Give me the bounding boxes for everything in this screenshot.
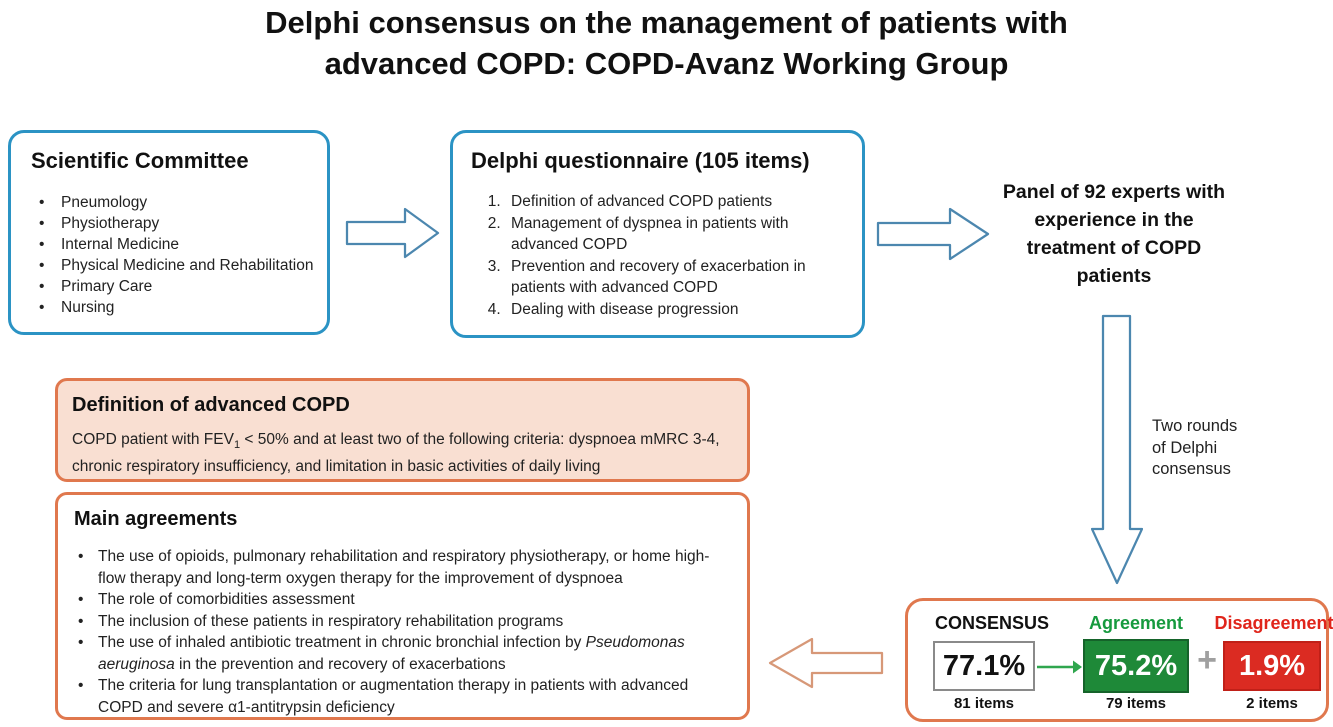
definition-body: COPD patient with FEV1 < 50% and at leas… — [72, 429, 733, 478]
title-line2: advanced COPD: COPD-Avanz Working Group — [324, 46, 1009, 81]
figure-title: Delphi consensus on the management of pa… — [0, 2, 1333, 84]
delphi-questionnaire-box: Delphi questionnaire (105 items) Definit… — [450, 130, 865, 338]
list-item: Physiotherapy — [31, 213, 317, 234]
list-item: Management of dyspnea in patients with a… — [505, 213, 837, 256]
disagreement-value-box: 1.9% — [1223, 641, 1321, 691]
agreement-value: 75.2% — [1094, 649, 1178, 682]
disagreement-items-count: 2 items — [1246, 695, 1298, 712]
scientific-committee-box: Scientific Committee Pneumology Physioth… — [8, 130, 330, 335]
arrow-left-icon — [768, 637, 884, 689]
scientific-committee-heading: Scientific Committee — [31, 148, 249, 173]
questionnaire-list: Definition of advanced COPD patients Man… — [471, 191, 837, 320]
definition-box: Definition of advanced COPD COPD patient… — [55, 378, 750, 482]
list-item: The role of comorbidities assessment — [74, 589, 729, 611]
main-agreements-heading: Main agreements — [74, 508, 238, 530]
green-arrow-right-icon — [1037, 660, 1082, 674]
arrow-right-icon — [876, 207, 990, 261]
consensus-items-count: 81 items — [953, 695, 1015, 712]
disagreement-value: 1.9% — [1238, 649, 1306, 682]
main-agreements-list: The use of opioids, pulmonary rehabilita… — [74, 546, 729, 718]
questionnaire-heading: Delphi questionnaire (105 items) — [471, 148, 810, 173]
agreement-value-box: 75.2% — [1083, 639, 1189, 693]
list-item: Pneumology — [31, 192, 317, 213]
consensus-label: CONSENSUS — [934, 613, 1050, 633]
fev1-subscript: 1 — [233, 439, 241, 452]
list-item: The inclusion of these patients in respi… — [74, 611, 729, 633]
list-item: The use of opioids, pulmonary rehabilita… — [74, 546, 729, 589]
panel-of-experts-text: Panel of 92 experts with experience in t… — [1002, 181, 1226, 287]
definition-body-pre: COPD patient with FEV — [72, 431, 234, 448]
list-item: Prevention and recovery of exacerbation … — [505, 256, 837, 299]
definition-body-post: < 50% and at least two of the following … — [72, 431, 720, 476]
species-name-italic: Pseudomonas aeruginosa — [98, 634, 685, 673]
agreement-items-count: 79 items — [1105, 695, 1167, 712]
consensus-value-box: 77.1% — [933, 641, 1035, 691]
list-item: Physical Medicine and Rehabilitation — [31, 255, 317, 276]
consensus-results-box: CONSENSUS Agreement Disagreement 77.1% 7… — [905, 598, 1333, 722]
disagreement-label: Disagreement — [1214, 613, 1333, 633]
definition-heading: Definition of advanced COPD — [72, 394, 350, 416]
list-item: Definition of advanced COPD patients — [505, 191, 837, 213]
list-item: The criteria for lung transplantation or… — [74, 675, 729, 718]
scientific-committee-list: Pneumology Physiotherapy Internal Medici… — [31, 192, 317, 318]
agreement-text-post: in the prevention and recovery of exacer… — [174, 655, 506, 673]
arrow-right-icon — [345, 207, 440, 259]
list-item: The use of inhaled antibiotic treatment … — [74, 632, 729, 675]
list-item: Dealing with disease progression — [505, 299, 837, 321]
main-agreements-box: Main agreements The use of opioids, pulm… — [55, 492, 750, 720]
consensus-value: 77.1% — [942, 649, 1026, 682]
plus-sign: + — [1197, 641, 1217, 679]
list-item: Nursing — [31, 297, 317, 318]
agreement-text-pre: The use of inhaled antibiotic treatment … — [98, 634, 586, 651]
agreement-label: Agreement — [1088, 613, 1184, 633]
title-line1: Delphi consensus on the management of pa… — [265, 5, 1068, 40]
list-item: Internal Medicine — [31, 234, 317, 255]
delphi-rounds-note: Two rounds of Delphi consensus — [1152, 417, 1238, 478]
list-item: Primary Care — [31, 276, 317, 297]
arrow-down-icon — [1091, 314, 1143, 585]
